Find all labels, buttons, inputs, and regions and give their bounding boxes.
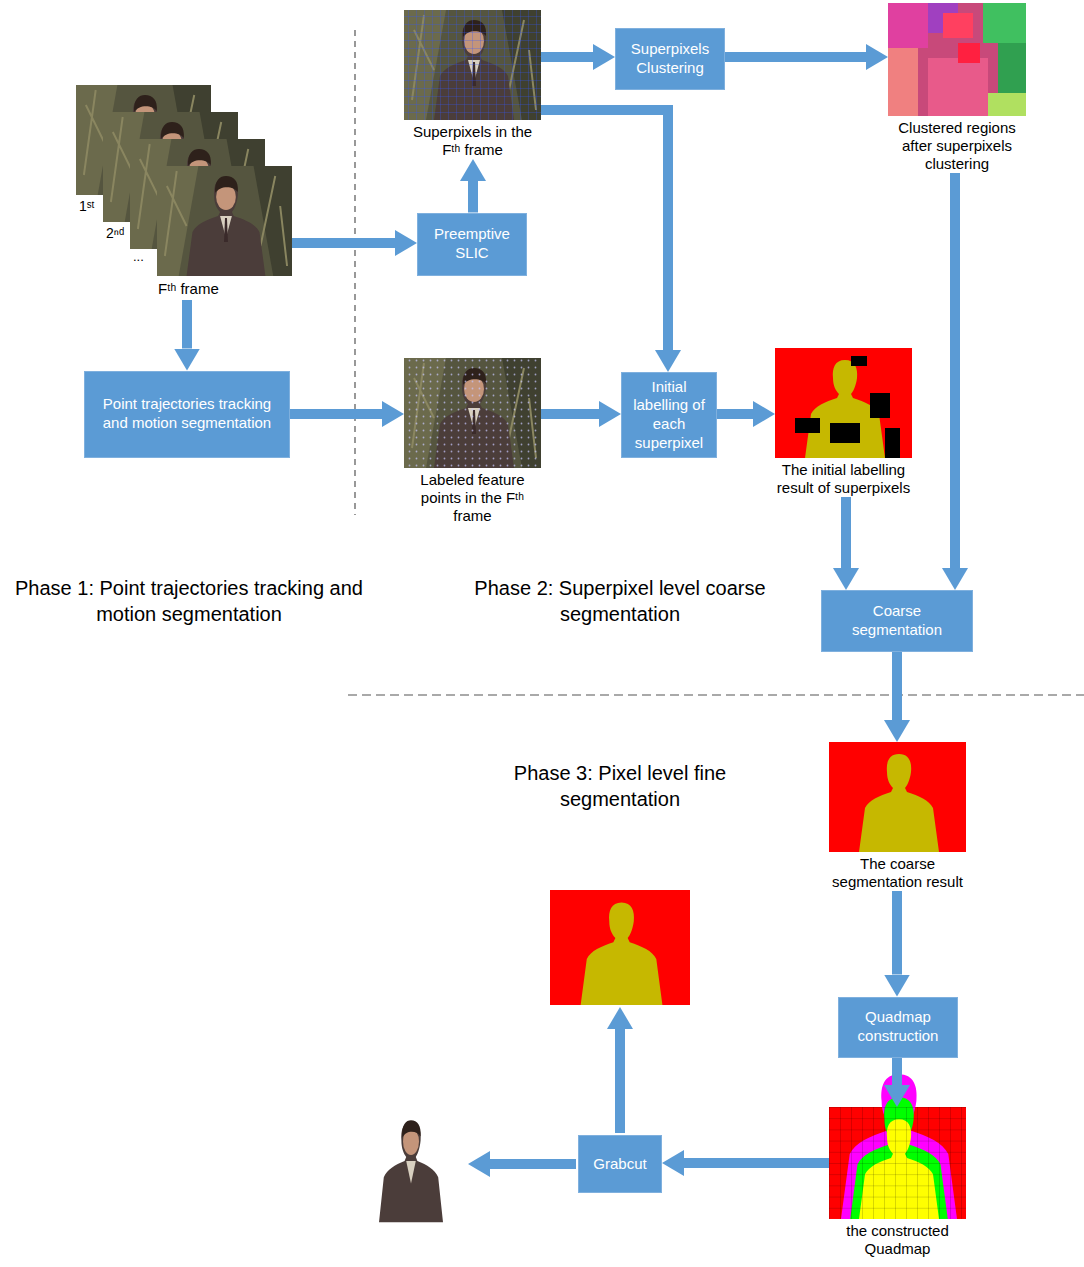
image-caption: Fᵗʰ frame bbox=[158, 280, 292, 298]
image-panel: Labeled feature points in the Fᵗʰ frame bbox=[404, 358, 541, 525]
background-region bbox=[829, 1107, 966, 1219]
phase-title: Phase 2: Superpixel level coarse segment… bbox=[470, 575, 770, 627]
image-panel: Clustered regions after superpixels clus… bbox=[888, 3, 1026, 173]
flow-arrow bbox=[841, 497, 851, 568]
flow-arrow bbox=[292, 238, 395, 248]
process-box: Grabcut bbox=[578, 1135, 662, 1193]
video-frame bbox=[157, 166, 292, 276]
flow-arrow bbox=[684, 1158, 829, 1168]
process-box: Coarse segmentation bbox=[821, 590, 973, 652]
process-box: Preemptive SLIC bbox=[417, 213, 527, 276]
quadmap-image bbox=[829, 1074, 966, 1219]
unlabelled-patch bbox=[851, 356, 867, 366]
phase-divider bbox=[354, 30, 355, 515]
region bbox=[983, 3, 1026, 43]
image-caption: The initial labelling result of superpix… bbox=[775, 461, 912, 497]
frame-index: 1ˢᵗ bbox=[79, 197, 105, 215]
flow-arrow bbox=[541, 52, 593, 62]
flow-arrow bbox=[892, 652, 902, 720]
box-label: Superpixels Clustering bbox=[622, 40, 718, 78]
frame-stack: Fᵗʰ frame bbox=[76, 85, 292, 300]
frame-index: 2ⁿᵈ bbox=[106, 224, 132, 242]
region bbox=[943, 13, 973, 38]
output-arrow bbox=[615, 1029, 625, 1133]
image-panel: Superpixels in the Fᵗʰ frame bbox=[404, 10, 541, 159]
image-panel: the constructed Quadmap bbox=[829, 1107, 966, 1258]
cutout-shirt bbox=[406, 1161, 416, 1183]
superpixel-grid bbox=[829, 1107, 966, 1219]
image-caption: The coarse segmentation result bbox=[829, 855, 966, 891]
flow-arrow bbox=[725, 52, 866, 62]
superpixel-image bbox=[404, 10, 541, 120]
image-caption: Labeled feature points in the Fᵗʰ frame bbox=[404, 471, 541, 525]
unlabelled-patch bbox=[830, 423, 860, 443]
flow-arrow bbox=[892, 891, 902, 975]
process-box: Initial labelling of each superpixel bbox=[621, 372, 717, 458]
box-label: Initial labelling of each superpixel bbox=[628, 378, 710, 453]
flow-arrow bbox=[892, 1058, 902, 1086]
flow-arrow bbox=[290, 409, 382, 419]
flow-arrow bbox=[541, 110, 668, 350]
image-panel: The coarse segmentation result bbox=[829, 742, 966, 891]
region bbox=[958, 43, 980, 63]
region bbox=[998, 43, 1026, 93]
superpixel-grid bbox=[404, 10, 541, 120]
region bbox=[888, 3, 928, 48]
cutout-body bbox=[379, 1122, 443, 1222]
frame-index: ... bbox=[133, 249, 157, 266]
flow-arrow bbox=[541, 409, 599, 419]
cutout-image bbox=[379, 1120, 443, 1222]
image-caption: the constructed Quadmap bbox=[829, 1222, 966, 1258]
box-label: Grabcut bbox=[585, 1155, 655, 1174]
initial-labelling-image bbox=[775, 348, 912, 458]
output-arrow bbox=[490, 1159, 576, 1169]
flow-arrow bbox=[182, 300, 192, 349]
region bbox=[888, 3, 1026, 116]
box-label: Quadmap construction bbox=[845, 1008, 951, 1046]
phase-title: Phase 1: Point trajectories tracking and… bbox=[5, 575, 373, 627]
flow-arrow bbox=[950, 173, 960, 568]
box-label: Coarse segmentation bbox=[828, 602, 966, 640]
feature-points-image bbox=[404, 358, 541, 468]
unlabelled-patch bbox=[795, 418, 820, 433]
flow-arrow bbox=[717, 409, 753, 419]
box-label: Preemptive SLIC bbox=[424, 225, 520, 263]
region bbox=[988, 93, 1026, 116]
flow-arrow bbox=[468, 181, 478, 213]
region bbox=[888, 48, 918, 116]
image-caption: Clustered regions after superpixels clus… bbox=[888, 119, 1026, 173]
final-mask-image bbox=[550, 890, 690, 1005]
cutout-hair bbox=[402, 1120, 421, 1137]
image-caption: Superpixels in the Fᵗʰ frame bbox=[404, 123, 541, 159]
process-box: Point trajectories tracking and motion s… bbox=[84, 371, 290, 458]
phase-title: Phase 3: Pixel level fine segmentation bbox=[470, 760, 770, 812]
label-mask bbox=[775, 348, 912, 458]
unlabelled-patch bbox=[870, 393, 890, 418]
coarse-mask-image bbox=[829, 742, 966, 852]
phase-divider bbox=[348, 694, 1084, 695]
region bbox=[928, 58, 988, 116]
image-panel: The initial labelling result of superpix… bbox=[775, 348, 912, 497]
unlabelled-patch bbox=[885, 428, 900, 458]
clustered-regions-image bbox=[888, 3, 1026, 116]
process-box: Superpixels Clustering bbox=[615, 28, 725, 90]
feature-points bbox=[404, 358, 541, 468]
box-label: Point trajectories tracking and motion s… bbox=[91, 395, 283, 433]
process-box: Quadmap construction bbox=[838, 997, 958, 1058]
